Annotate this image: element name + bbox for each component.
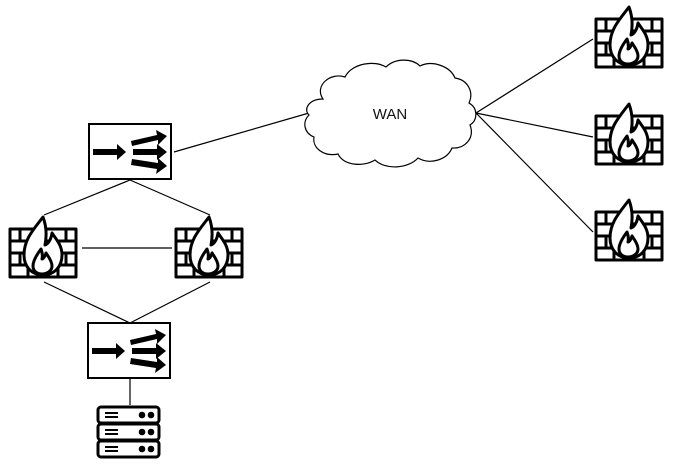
link-wan-firewall-remote-1 xyxy=(475,38,594,114)
firewall-remote-1-icon[interactable] xyxy=(594,5,664,69)
link-switch-top-firewall-left xyxy=(43,179,131,216)
switch-top-icon[interactable] xyxy=(88,123,172,180)
switch-bottom-icon[interactable] xyxy=(87,322,171,379)
firewall-remote-2-icon[interactable] xyxy=(594,102,664,166)
link-switch-top-firewall-right xyxy=(129,179,211,216)
wan-label: WAN xyxy=(373,106,407,123)
server-icon[interactable] xyxy=(96,405,161,459)
firewall-left-icon[interactable] xyxy=(8,215,78,279)
firewall-right-icon[interactable] xyxy=(174,215,244,279)
firewall-remote-3-icon[interactable] xyxy=(594,198,664,262)
link-firewall-right-switch-bottom xyxy=(129,281,211,324)
link-wan-firewall-remote-3 xyxy=(475,112,594,233)
link-switch-top-wan xyxy=(173,112,310,153)
link-wan-firewall-remote-2 xyxy=(475,112,594,138)
wan-cloud[interactable]: WAN xyxy=(304,59,477,168)
link-firewall-left-switch-bottom xyxy=(43,281,131,324)
